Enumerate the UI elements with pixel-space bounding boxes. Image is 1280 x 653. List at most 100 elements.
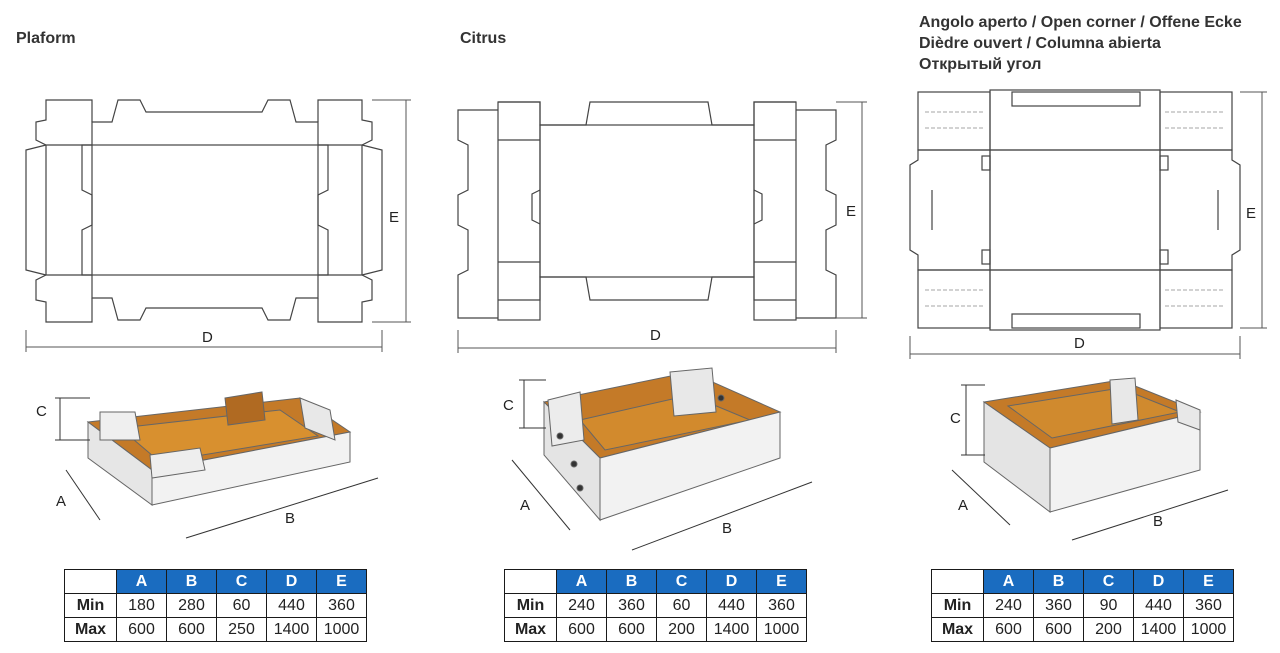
cell: 600 (116, 617, 167, 642)
cell: 240 (983, 593, 1034, 618)
panel-title-plaform: Plaform (16, 28, 76, 49)
plaform-dim-e: E (389, 209, 399, 226)
col-header: D (706, 569, 757, 594)
open-corner-top-wall (989, 89, 1161, 151)
cell: 240 (556, 593, 607, 618)
title-line: Angolo aperto / Open corner / Offene Eck… (919, 14, 1242, 31)
cell: 600 (983, 617, 1034, 642)
plaform-dim-lines (25, 99, 411, 352)
table-row: Min 240 360 60 440 360 (504, 593, 807, 618)
cell: 440 (1133, 593, 1184, 618)
col-header: A (116, 569, 167, 594)
open-corner-br-panel (1159, 269, 1233, 329)
cell: 1000 (1183, 617, 1234, 642)
panel-title-citrus: Citrus (460, 28, 506, 49)
open-corner-spec-table: A B C D E Min 240 360 90 440 360 Max 600… (931, 569, 1234, 642)
open-corner-tl-panel (917, 91, 991, 151)
cell: 180 (116, 593, 167, 618)
cell: 1400 (1133, 617, 1184, 642)
title-line: Plaform (16, 30, 76, 47)
citrus-left-wall (497, 101, 541, 321)
table-corner (931, 569, 984, 594)
citrus-dim-c: C (503, 397, 514, 414)
plaform-right-wall (317, 144, 329, 276)
open-corner-tr-panel (1159, 91, 1233, 151)
open-corner-dim-a: A (958, 497, 968, 514)
cell: 360 (316, 593, 367, 618)
plaform-dim-b: B (285, 510, 295, 527)
col-header: E (316, 569, 367, 594)
cell: 600 (1033, 617, 1084, 642)
plaform-box-3d (86, 391, 352, 506)
col-header: C (216, 569, 267, 594)
row-label: Max (64, 617, 117, 642)
row-label: Min (931, 593, 984, 618)
col-header: B (166, 569, 217, 594)
open-corner-right-wall (1159, 149, 1241, 271)
cell: 360 (1033, 593, 1084, 618)
col-header: E (1183, 569, 1234, 594)
citrus-dim-b: B (722, 520, 732, 537)
open-corner-left-wall (909, 149, 991, 271)
plaform-left-wall (81, 144, 93, 276)
row-label: Min (504, 593, 557, 618)
cell: 280 (166, 593, 217, 618)
plaform-spec-table: A B C D E Min 180 280 60 440 360 Max 600… (64, 569, 367, 642)
open-corner-box-3d (982, 377, 1202, 514)
cell: 360 (756, 593, 807, 618)
col-header: E (756, 569, 807, 594)
open-corner-dim-lines (909, 91, 1267, 359)
open-corner-bl-panel (917, 269, 991, 329)
open-corner-dim-b: B (1153, 513, 1163, 530)
citrus-top-flap (498, 101, 796, 126)
table-row: Max 600 600 200 1400 1000 (504, 617, 807, 642)
plaform-dim-c: C (36, 403, 47, 420)
table-corner (64, 569, 117, 594)
open-corner-dim-d: D (1074, 335, 1085, 352)
cell: 360 (606, 593, 657, 618)
row-label: Max (931, 617, 984, 642)
col-header: B (1033, 569, 1084, 594)
col-header: C (656, 569, 707, 594)
plaform-bottom-flap (91, 275, 319, 321)
citrus-dim-d: D (650, 327, 661, 344)
cell: 440 (266, 593, 317, 618)
row-label: Min (64, 593, 117, 618)
cell: 1000 (756, 617, 807, 642)
cell: 1000 (316, 617, 367, 642)
col-header: D (1133, 569, 1184, 594)
plaform-left-outer (25, 144, 47, 276)
citrus-dim-e: E (846, 203, 856, 220)
row-label: Max (504, 617, 557, 642)
plaform-right-outer (361, 144, 383, 276)
citrus-spec-table: A B C D E Min 240 360 60 440 360 Max 600… (504, 569, 807, 642)
plaform-left-top-corner (35, 99, 93, 146)
cell: 360 (1183, 593, 1234, 618)
citrus-left-outer (457, 109, 498, 319)
plaform-right-top-corner (317, 99, 373, 146)
box-dim-arrows (55, 379, 1229, 551)
title-line: Dièdre ouvert / Columna abierta (919, 35, 1161, 52)
citrus-right-outer (796, 109, 837, 319)
cell: 90 (1083, 593, 1134, 618)
cell: 600 (556, 617, 607, 642)
cell: 250 (216, 617, 267, 642)
citrus-bottom-flap (498, 276, 796, 301)
citrus-dim-a: A (520, 497, 530, 514)
plaform-flat-blank (25, 99, 383, 323)
plaform-base (91, 144, 319, 276)
plaform-dim-d: D (202, 329, 213, 346)
plaform-top-flap (91, 99, 319, 145)
open-corner-dim-e: E (1246, 205, 1256, 222)
cell: 600 (166, 617, 217, 642)
col-header: A (983, 569, 1034, 594)
cell: 60 (216, 593, 267, 618)
open-corner-flat-blank (909, 89, 1241, 331)
cell: 60 (656, 593, 707, 618)
plaform-right-bottom-corner (317, 274, 373, 323)
open-corner-dim-c: C (950, 410, 961, 427)
table-row: Max 600 600 250 1400 1000 (64, 617, 367, 642)
cell: 200 (656, 617, 707, 642)
cell: 200 (1083, 617, 1134, 642)
